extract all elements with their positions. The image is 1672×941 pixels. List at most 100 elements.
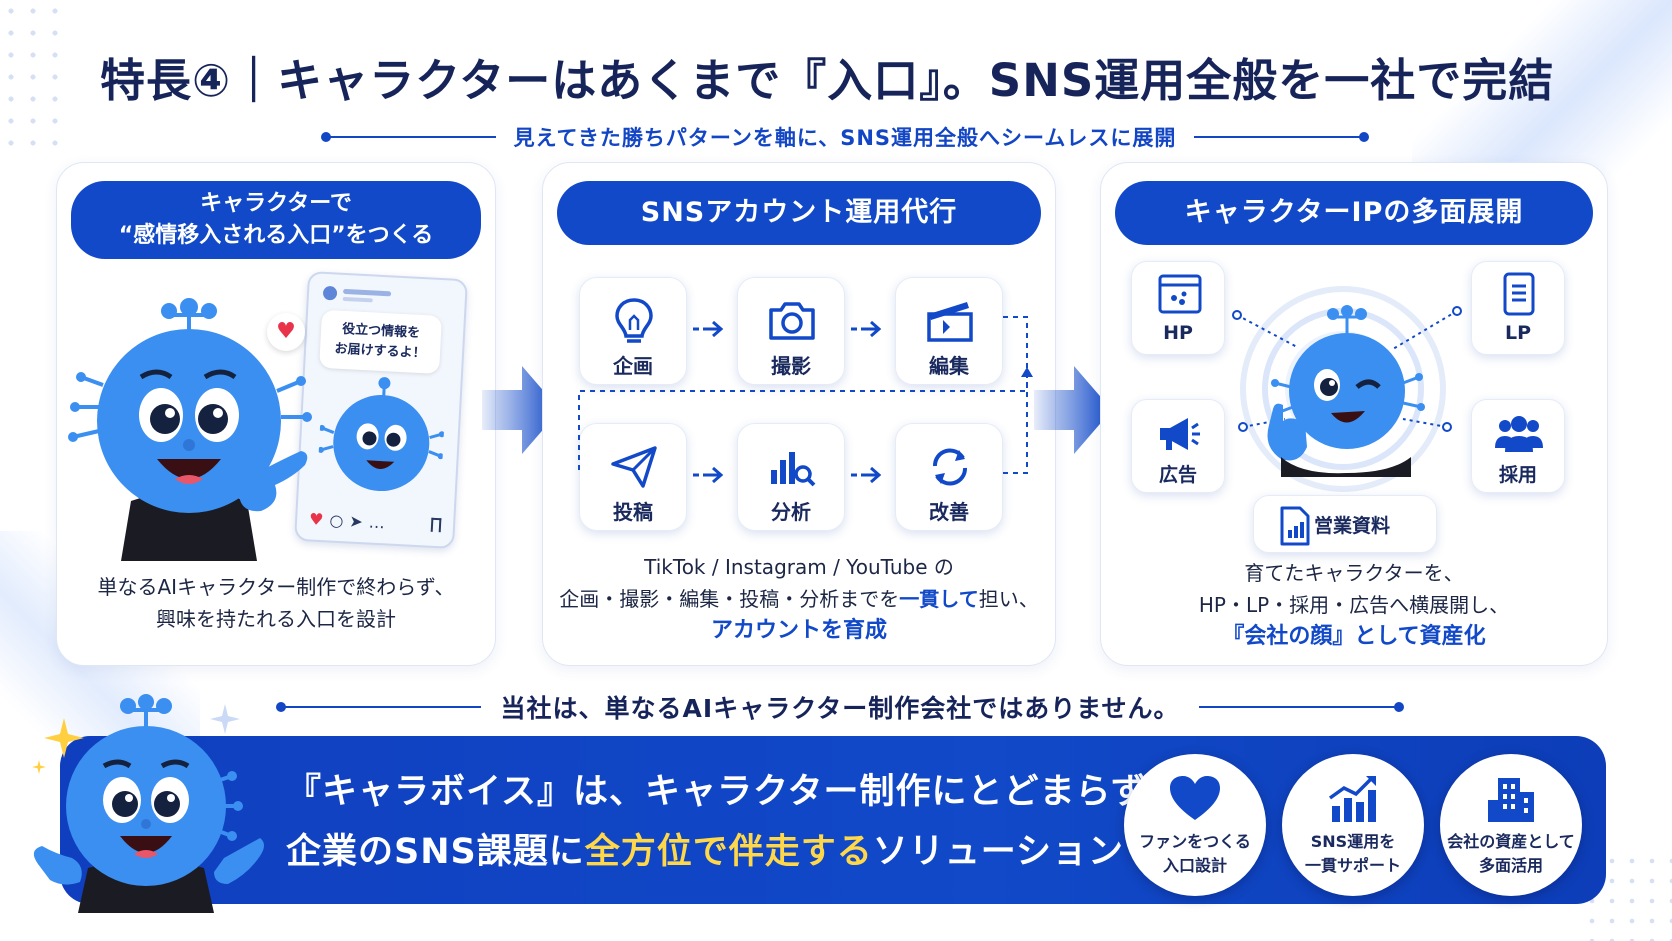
- arrow-right-icon: [693, 466, 724, 484]
- share-icon: ➤: [348, 511, 370, 532]
- arrow-right-icon: [693, 320, 724, 338]
- step-label: 分析: [771, 500, 811, 524]
- step-label: 改善: [929, 500, 969, 524]
- mobile-page-icon: [1503, 272, 1535, 316]
- banner-text-part: 企業のSNS課題に: [286, 832, 585, 872]
- badge-label: 会社の資産として 多面活用: [1440, 830, 1582, 878]
- avatar: [322, 285, 338, 301]
- page-title: 特長④｜キャラクターはあくまで『入口』。SNS運用全般を一社で完結: [100, 54, 1555, 107]
- sparkle-icon: [210, 704, 240, 734]
- badge-line: 一貫サポート: [1304, 856, 1401, 875]
- step-posting: 投稿: [579, 423, 687, 531]
- card-header: キャラクターIPの多面展開: [1115, 181, 1593, 245]
- heart-icon: [1170, 776, 1220, 820]
- card-header: キャラクターで “感情移入される入口”をつくる: [71, 181, 481, 259]
- desc-text: 担い、: [978, 587, 1039, 611]
- step-label: 企画: [613, 354, 653, 378]
- desc-line: 単なるAIキャラクター制作で終わらず、: [97, 575, 455, 599]
- desc-line: 育てたキャラクターを、: [1244, 561, 1464, 585]
- ip-label: HP: [1163, 322, 1193, 344]
- mascot-character-welcome: [33, 694, 264, 913]
- ip-label: 採用: [1498, 464, 1537, 486]
- document-chart-icon: [1280, 506, 1310, 546]
- website-icon: [1158, 274, 1202, 314]
- desc-line: HP・LP・採用・広告へ横展開し、: [1198, 593, 1510, 617]
- post-actions: ♥○➤…: [309, 509, 392, 532]
- divider-line: [321, 132, 496, 142]
- badge-line: SNS運用を: [1310, 832, 1396, 851]
- badge-company-asset: 会社の資産として 多面活用: [1440, 754, 1582, 896]
- desc-line: 興味を持たれる入口を設計: [156, 607, 396, 631]
- badge-line: 入口設計: [1162, 856, 1227, 875]
- card-header-line: キャラクターで: [200, 191, 352, 216]
- step-improvement: 改善: [895, 423, 1003, 531]
- step-analysis: 分析: [737, 423, 845, 531]
- arrow-right-icon: [851, 466, 882, 484]
- badge-line: 会社の資産として: [1447, 832, 1575, 851]
- ip-item-sales-material: 営業資料: [1253, 495, 1437, 553]
- card-description: 育てたキャラクターを、 HP・LP・採用・広告へ横展開し、 『会社の顔』として資…: [1101, 557, 1607, 653]
- card-description: TikTok / Instagram / YouTube の 企画・撮影・編集・…: [543, 551, 1055, 647]
- ip-item-ad: 広告: [1131, 399, 1225, 493]
- subtitle-row: 見えてきた勝ちパターンを軸に、SNS運用全般へシームレスに展開: [321, 122, 1369, 152]
- step-label: 撮影: [771, 354, 811, 378]
- feature-card-sns-operation: SNSアカウント運用代行 企画 撮影 編集 投稿: [542, 162, 1056, 666]
- ip-item-hp: HP: [1131, 261, 1225, 355]
- analytics-chart-icon: [771, 452, 816, 487]
- step-label: 編集: [929, 354, 969, 378]
- banner-text: 『キャラボイス』は、キャラクター制作にとどまらず、 企業のSNS課題に全方位で伴…: [286, 762, 1229, 882]
- card-header: SNSアカウント運用代行: [557, 181, 1041, 245]
- banner-highlight: 全方位で伴走する: [584, 832, 873, 872]
- card-description: 単なるAIキャラクター制作で終わらず、 興味を持たれる入口を設計: [57, 571, 495, 635]
- flow-connector: [578, 316, 1033, 474]
- ip-label: 広告: [1158, 464, 1197, 486]
- clapperboard-icon: [927, 302, 973, 342]
- megaphone-icon: [1160, 418, 1200, 450]
- card-header-line: “感情移入される入口”をつくる: [118, 223, 434, 248]
- mascot-character-wink: [1267, 305, 1425, 477]
- heart-icon: ♥: [267, 313, 305, 351]
- arrow-right-icon: [482, 366, 560, 454]
- speech-bubble: 役立つ情報を お届けするよ！: [319, 309, 442, 374]
- desc-line: TikTok / Instagram / YouTube の: [644, 555, 954, 579]
- banner-line: 『キャラボイス』は、キャラクター制作にとどまらず、: [286, 772, 1181, 812]
- ip-label: 営業資料: [1314, 515, 1391, 537]
- camera-icon: [769, 302, 815, 340]
- subtitle: 見えてきた勝ちパターンを軸に、SNS運用全般へシームレスに展開: [513, 126, 1177, 150]
- step-editing: 編集: [895, 277, 1003, 385]
- badge-line: 多面活用: [1478, 856, 1543, 875]
- desc-text: 企画・撮影・編集・投稿・分析までを: [559, 587, 900, 611]
- phone-mockup: 役立つ情報を お届けするよ！ ♥○➤…: [294, 270, 468, 550]
- ip-item-recruit: 採用: [1471, 399, 1565, 493]
- desc-highlight: アカウントを育成: [710, 618, 887, 643]
- sparkle-icon: [32, 760, 46, 774]
- ip-label: LP: [1504, 322, 1532, 344]
- desc-line: 企画・撮影・編集・投稿・分析までを一貫して担い、: [543, 583, 1055, 615]
- more-icon: …: [368, 512, 392, 533]
- feature-card-ip-expansion: キャラクターIPの多面展開 HP LP: [1100, 162, 1608, 666]
- people-icon: [1495, 416, 1543, 452]
- step-planning: 企画: [579, 277, 687, 385]
- arrow-right-icon: [1034, 366, 1112, 454]
- building-icon: [1488, 778, 1534, 822]
- bookmark-icon: [430, 517, 442, 533]
- badge-sns-support: SNS運用を 一貫サポート: [1282, 754, 1424, 896]
- growth-chart-icon: [1328, 776, 1376, 822]
- refresh-icon: [932, 448, 968, 486]
- comment-icon: ○: [329, 510, 350, 531]
- lightbulb-icon: [615, 298, 653, 343]
- mascot-character: [68, 298, 312, 561]
- ip-item-lp: LP: [1471, 261, 1565, 355]
- arrow-right-icon: [851, 320, 882, 338]
- feature-card-entrance: キャラクターで “感情移入される入口”をつくる 役立つ情報を お届けするよ！ ♥…: [56, 162, 496, 666]
- divider-line: [1194, 132, 1369, 142]
- badge-line: ファンをつくる: [1139, 832, 1251, 851]
- step-label: 投稿: [613, 500, 653, 524]
- badge-label: SNS運用を 一貫サポート: [1282, 830, 1424, 878]
- step-shooting: 撮影: [737, 277, 845, 385]
- badge-fan-entrance: ファンをつくる 入口設計: [1124, 754, 1266, 896]
- statement-row: 当社は、単なるAIキャラクター制作会社ではありません。: [276, 690, 1404, 724]
- decorative-dots: [0, 0, 70, 150]
- mascot-small: [317, 377, 445, 492]
- desc-highlight: 一貫して: [899, 587, 979, 611]
